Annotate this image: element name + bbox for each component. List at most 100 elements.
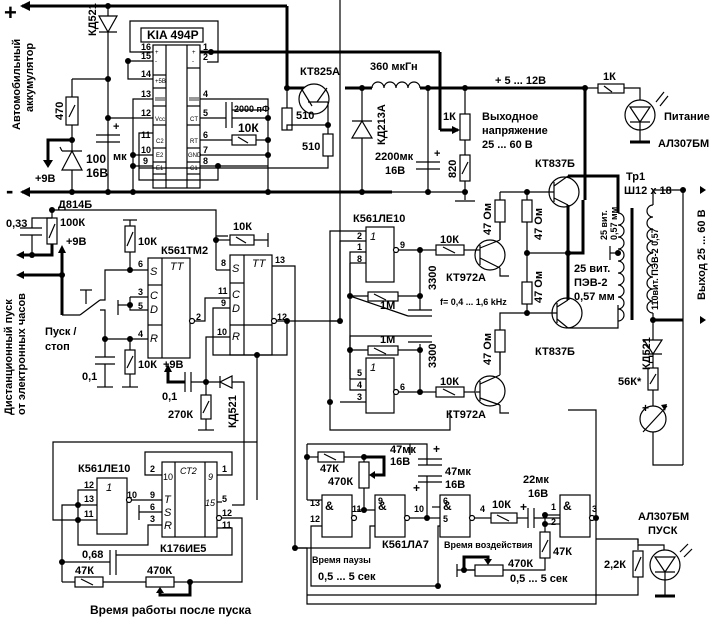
pot-1k-label: 1К [443, 111, 456, 123]
resistor-10k-s-label: 10К [138, 236, 157, 248]
led-start-type: АЛ307БМ [638, 511, 689, 523]
ic-k561tm2-a [147, 257, 196, 359]
diode-kd521-top-label: КД521 [87, 3, 99, 36]
diode-kd213a [350, 88, 374, 192]
ic-k561tm2-b [195, 233, 340, 548]
la7-pin4: 4 [480, 504, 485, 514]
pin-16-func: + [155, 50, 159, 56]
cap-3300-a-label: 3300 [427, 266, 439, 290]
start-stop-label-1: Пуск / [45, 326, 77, 338]
tm2a-s: S [150, 266, 158, 278]
start-stop-button[interactable] [79, 269, 130, 339]
pin-15: 15 [141, 51, 151, 61]
winding-a-label-2: 0,57 мм [609, 206, 619, 240]
resistor-56k-label: 56К* [618, 376, 642, 388]
cap-100-voltage: 16В [86, 166, 108, 180]
ic-kia494p-label: KIA 494P [147, 28, 199, 42]
zener-label: Д814Б [58, 199, 92, 211]
effect-time-label: Время воздействия [444, 540, 533, 550]
le10b-pin4: 4 [357, 380, 362, 390]
pin-9-func: E1 [156, 166, 164, 172]
la7-pin10: 10 [414, 504, 424, 514]
plus9v-wire [46, 138, 72, 162]
plus9v-label-1: +9В [35, 173, 56, 185]
le10b-pin6: 6 [400, 382, 405, 392]
resistor-510a-label: 510 [296, 110, 314, 122]
pin-11: 11 [141, 130, 151, 140]
resistor-47k-b-label: 47К [320, 463, 339, 475]
pin-10-func: E2 [156, 153, 164, 159]
tm2b-d: D [232, 303, 240, 315]
cap-033-label: 0,33 [6, 218, 27, 230]
resistor-10k-r-label: 10К [138, 359, 157, 371]
pin-5-func: CT [190, 117, 198, 123]
ic-k176ie5-label: К176ИЕ5 [160, 543, 206, 555]
ie5-pin6: 6 [150, 502, 155, 512]
tm2a-pin4: 4 [138, 329, 143, 339]
cap-22-voltage: 16В [528, 488, 548, 500]
le10a-sym: 1 [370, 231, 376, 243]
ie5-pin11: 11 [222, 520, 232, 530]
la7-pin13: 13 [310, 498, 320, 508]
le10c-pin10: 10 [127, 490, 137, 500]
transistor-kt837-top [527, 174, 620, 255]
timing-section [295, 409, 597, 605]
resistor-1m-a-label: 1М [380, 300, 395, 312]
winding-secondary-label: 110вит. ПЭВ-2 0,57 [650, 228, 660, 310]
led-start [307, 538, 693, 598]
inductor-360uh [371, 81, 421, 89]
pin-6-func: RT [190, 139, 198, 145]
remote-section [16, 209, 228, 316]
tm2a-r: R [150, 333, 158, 345]
r47-4-label: 47 Ом [482, 333, 494, 365]
output-voltage-label-2: напряжение [482, 125, 548, 137]
pin-7-func: GND [188, 153, 202, 159]
resistor-1k-led-label: 1К [603, 71, 616, 83]
winding-b-label-3: 0,57 мм [574, 291, 615, 303]
tm2b-pin9: 9 [221, 298, 226, 308]
ie5-pin9-int: 9 [208, 472, 213, 482]
pin-12: 12 [141, 108, 151, 118]
ie5-s: S [164, 507, 172, 519]
le10c-sym: 1 [106, 482, 112, 494]
transistor-kt837-top-label: КТ837Б [535, 158, 575, 170]
resistor-47k-c-label: 47К [553, 546, 572, 558]
cap-100-label: 100 [86, 152, 106, 166]
pin-16: 16 [141, 42, 151, 52]
frequency-label: f= 0,4 ... 1,6 kHz [440, 297, 507, 307]
la7-pin11: 11 [352, 504, 362, 514]
pin-14: 14 [141, 69, 151, 79]
tm2b-pin12: 12 [277, 312, 287, 322]
winding-a-label-1: 25 вит. [599, 210, 609, 240]
transistor-kt825a [139, 83, 334, 169]
pin-14-func: +5В [155, 79, 166, 85]
ie5-t: T [164, 494, 172, 506]
resistor-10k-q1-label: 10К [440, 234, 459, 246]
capacitor-2000pf [225, 102, 268, 128]
cap-22-label: 22мк [523, 474, 549, 486]
ie5-pin2: 2 [150, 464, 155, 474]
cap-47b-plus: + [413, 481, 420, 495]
work-time-label: Время работы после пуска [90, 603, 252, 617]
tm2a-d: D [150, 304, 158, 316]
tm2b-tt: TT [252, 258, 267, 270]
resistor-1m-b-label: 1М [380, 334, 395, 346]
le10b-pin3: 3 [357, 392, 362, 402]
ic-k561tm2-label: К561ТМ2 [161, 245, 208, 257]
resistor-10k-rt [231, 134, 268, 146]
le10a-pin1: 1 [357, 242, 362, 252]
transistor-kt837-bot [527, 253, 619, 329]
la7-g1-amp: & [325, 499, 334, 513]
capacitor-2200uf [416, 88, 440, 192]
transistor-kt972a-top [474, 222, 509, 277]
ie5-pin10-int: 10 [163, 472, 173, 482]
tm2b-pin13: 13 [275, 255, 285, 265]
diode-kd521-out-label: КД521 [641, 337, 653, 370]
resistor-510b-label: 510 [302, 141, 320, 153]
resistors-47ohm [494, 191, 568, 370]
le10c-pin13: 13 [84, 494, 94, 504]
la7-g3-amp: & [443, 499, 452, 513]
la7-g2-amp: & [378, 499, 387, 513]
output-voltage-label-3: 25 ... 60 В [482, 139, 533, 151]
